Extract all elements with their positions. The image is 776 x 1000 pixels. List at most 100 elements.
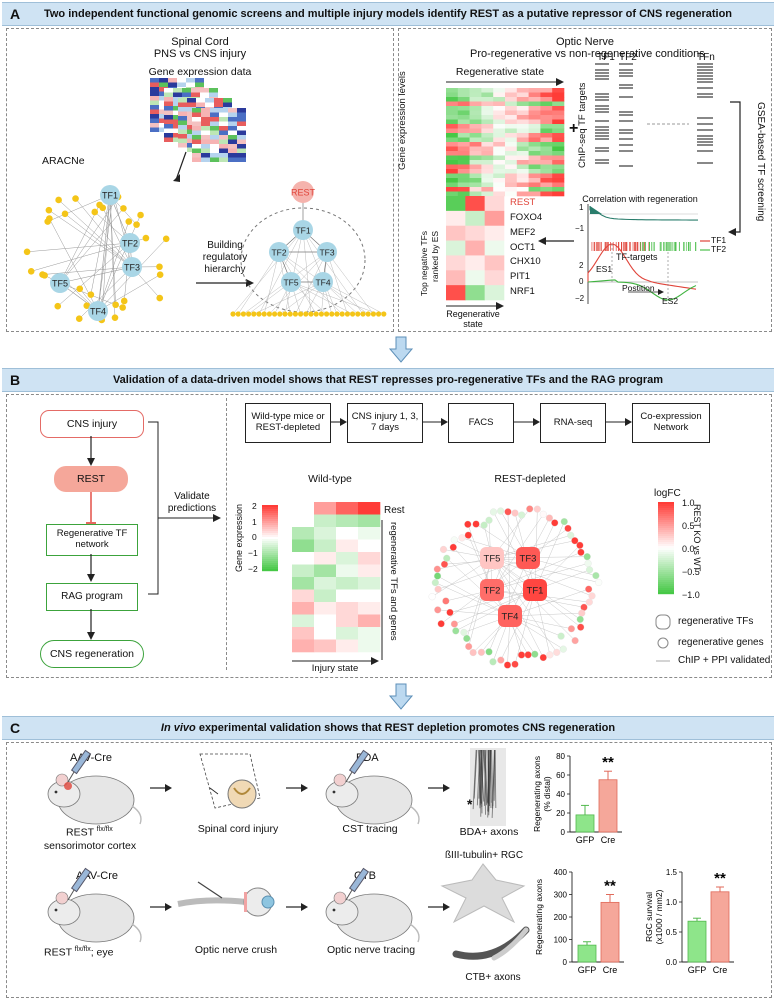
wt-heatmap-cell — [314, 577, 337, 590]
expression-matrix-stack — [150, 78, 246, 162]
logfc-step — [658, 544, 674, 547]
bar-cre — [710, 891, 730, 963]
significance-mark: ** — [602, 754, 614, 771]
es1-label: ES1 — [596, 264, 613, 274]
mouse-tail — [131, 923, 142, 943]
matrix-cell — [201, 148, 210, 153]
matrix-cell — [159, 109, 168, 114]
gene-node — [576, 615, 584, 623]
gene-node — [576, 541, 584, 549]
gene-node — [588, 592, 596, 600]
matrix-cell — [210, 153, 219, 158]
logfc-step — [658, 558, 674, 561]
heatmap-cell — [481, 133, 494, 138]
injury-asterisk: * — [467, 796, 473, 812]
heatmap-cell — [505, 115, 518, 120]
gene-node — [137, 211, 144, 219]
colorbar-step — [262, 507, 278, 510]
wt-heatmap-cell — [358, 514, 381, 528]
matrix-cell — [196, 98, 205, 103]
tf-hub-label: TF3 — [520, 554, 537, 565]
bda-axon-image — [470, 748, 506, 826]
gene-expression-levels-label: Gene expression levels — [397, 71, 408, 170]
network-edge — [493, 511, 536, 591]
injection-site — [64, 782, 72, 790]
heatmap-cell — [446, 173, 459, 179]
matrix-cell — [219, 108, 228, 113]
gene-node — [240, 311, 246, 317]
matrix-cell — [192, 144, 201, 149]
matrix-cell — [150, 114, 159, 119]
lesion-mark — [209, 787, 219, 795]
wt-heatmap-cell — [292, 589, 315, 603]
heatmap-cell — [446, 97, 459, 102]
matrix-cell — [228, 126, 237, 131]
gene-node — [464, 531, 472, 539]
rest-node — [292, 181, 314, 203]
wt-heatmap-cell — [336, 514, 359, 528]
heatmap-cell — [552, 164, 565, 170]
gene-node — [497, 507, 505, 515]
flow-cns-regeneration: CNS regeneration — [40, 640, 144, 668]
ytick-2: 2 — [579, 261, 584, 270]
logfc-tick-m1: −1.0 — [682, 590, 700, 600]
y-axis-label-unit: (x1000 / mm2) — [654, 889, 664, 944]
bda-axon — [473, 749, 478, 799]
top-tf-cell — [446, 225, 466, 241]
logfc-step — [658, 584, 674, 587]
matrix-cell — [150, 127, 159, 132]
y-axis-label-line: RGC survival — [644, 892, 654, 942]
syringe-needle — [67, 771, 75, 783]
y-tick-label: 300 — [554, 891, 568, 900]
gsea-bracket-arrow — [728, 101, 741, 236]
matrix-cell — [214, 98, 223, 103]
tf-hub-node — [516, 547, 540, 569]
heatmap-cell — [516, 110, 529, 116]
colorbar-step — [262, 535, 278, 538]
colorbar-step — [262, 511, 278, 514]
heatmap-cell — [457, 97, 470, 102]
gene-node — [489, 508, 498, 516]
y-tick-label: 100 — [554, 936, 568, 945]
wt-heatmap-cell — [314, 639, 337, 653]
network-edge — [79, 266, 133, 319]
logfc-step — [658, 556, 674, 559]
colorbar-step — [262, 529, 278, 532]
network-edge — [97, 194, 111, 312]
logfc-step — [658, 520, 674, 523]
heatmap-cell — [516, 133, 529, 138]
heatmap-cell — [469, 128, 482, 134]
bda-axon — [484, 749, 486, 815]
matrix-cell — [228, 121, 237, 126]
gene-node — [360, 311, 366, 317]
heatmap-cell — [446, 146, 459, 152]
title-rest: experimental validation shows that REST … — [195, 722, 616, 734]
heatmap-cell — [552, 92, 565, 98]
flow-rest: REST — [54, 466, 128, 492]
network-edge — [466, 557, 493, 639]
gene-node — [464, 520, 472, 528]
gene-node — [272, 311, 278, 317]
optic-nerve-subheading: Pro-regenerative vs non-regenerative con… — [470, 48, 705, 60]
heatmap-cell — [552, 110, 565, 116]
top-tfs-label-2: ranked by ES — [430, 230, 440, 282]
heatmap-cell — [469, 101, 482, 107]
gene-node — [511, 660, 519, 668]
down-arrow-bc — [388, 683, 414, 710]
matrix-cell — [178, 111, 187, 116]
bar-gfp — [687, 920, 707, 963]
gene-node — [119, 304, 126, 311]
heatmap-cell — [516, 173, 529, 179]
matrix-cell — [205, 102, 214, 107]
bda-axon — [481, 749, 483, 807]
gene-node — [431, 579, 439, 587]
heatmap-cell — [446, 128, 459, 134]
logfc-step — [658, 566, 674, 569]
matrix-cell — [159, 96, 168, 101]
heatmap-cell — [552, 142, 565, 147]
correlation-label: Correlation with regeneration — [582, 194, 698, 204]
logfc-tick-1: 1.0 — [682, 498, 695, 508]
matrix-cell — [164, 110, 173, 115]
heatmap-cell — [493, 128, 506, 134]
